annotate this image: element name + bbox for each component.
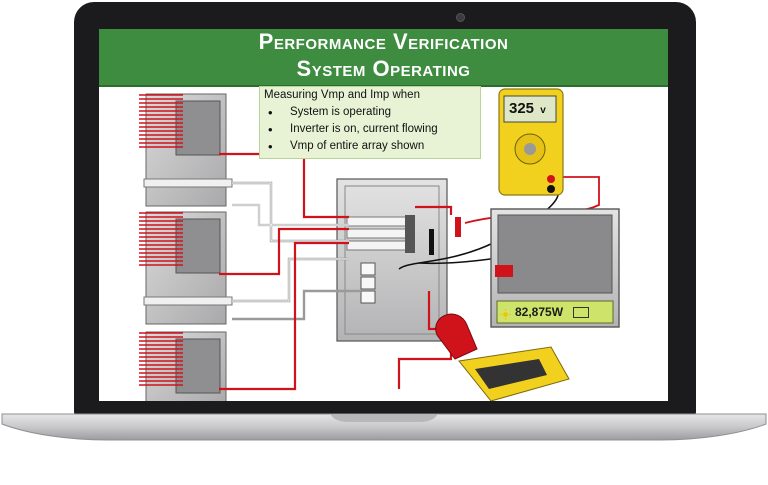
slide-title-line-1: Performance Verification [258, 29, 509, 54]
solar-panel-3 [145, 331, 227, 401]
sun-icon [500, 307, 511, 320]
clamp-meter [435, 313, 570, 401]
inverter-display: 82,875W [500, 303, 610, 321]
list-item: Vmp of entire array shown [268, 138, 438, 155]
list-item: System is operating [268, 104, 438, 121]
power-readout: 82,875W [515, 305, 564, 319]
note-title: Measuring Vmp and Imp when [264, 89, 420, 101]
camera-icon [456, 13, 465, 22]
note-box: Measuring Vmp and Imp when System is ope… [259, 86, 481, 159]
digital-multimeter [498, 88, 564, 196]
note-bullet-list: System is operating Inverter is on, curr… [268, 104, 438, 155]
battery-icon [573, 306, 590, 318]
screen: Performance Verification System Operatin… [99, 29, 668, 401]
multimeter-value: 325 [509, 100, 535, 117]
multimeter-unit: v [540, 105, 546, 116]
laptop-base [1, 413, 767, 441]
combiner-box [336, 178, 448, 342]
slide-title-line-2: System Operating [296, 56, 471, 81]
wiring-diagram [139, 88, 620, 401]
list-item: Inverter is on, current flowing [268, 121, 438, 138]
multimeter-reading: 325 v [509, 100, 546, 117]
title-banner: Performance Verification System Operatin… [99, 29, 668, 87]
